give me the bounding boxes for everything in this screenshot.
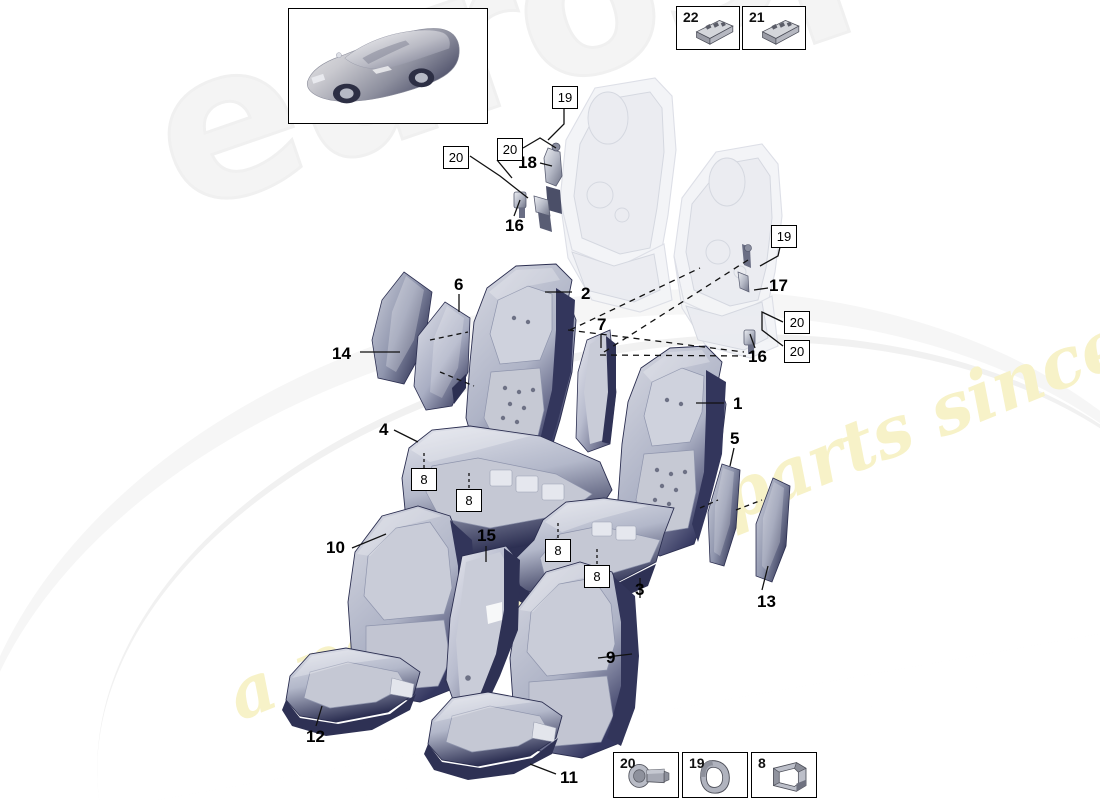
callout-12: 12: [306, 727, 325, 746]
watermark-swoosh: [0, 190, 1100, 800]
boxed-callout-8-a: 8: [411, 468, 437, 491]
part-9-rear-backrest-cover-right: [509, 561, 639, 759]
legend-box-21: 21: [742, 6, 806, 50]
part-12-seat-cushion-rear-left: [282, 647, 421, 736]
legend-19-number: 19: [689, 755, 705, 771]
boxed-callout-8-b: 8: [456, 489, 482, 512]
part-7-backrest-rear-panel: [575, 329, 617, 453]
retaining-clip-ring-icon: [700, 760, 730, 794]
legend-21-number: 21: [749, 9, 765, 25]
part-15-centre-back-panel: [445, 545, 520, 709]
ghost-seat-frame-right: [673, 143, 783, 359]
part-3-seat-cushion-right: [513, 497, 675, 614]
legend-box-19: 19: [682, 752, 748, 798]
callout-1: 1: [733, 394, 743, 413]
part-14-backrest-side-trim: [371, 271, 433, 385]
ghost-seat-frame-left: [559, 77, 677, 313]
callout-3: 3: [635, 580, 645, 599]
boxed-callout-20-b: 20: [443, 146, 469, 169]
control-module-set-icon: [695, 19, 734, 45]
callout-17: 17: [769, 276, 788, 295]
callout-16-left: 16: [505, 216, 524, 235]
part-5-side-trim-strip: [707, 463, 741, 567]
callout-11: 11: [560, 768, 578, 787]
watermark-tagline: a passion for parts since 1985: [215, 218, 1100, 737]
callout-6: 6: [454, 275, 464, 294]
legend-20-number: 20: [620, 755, 636, 771]
callout-2: 2: [581, 284, 591, 303]
boxed-callout-8-c: 8: [545, 539, 571, 562]
part-6-backrest-bolster: [413, 301, 471, 411]
control-module-set-icon: [761, 19, 800, 45]
legend-box-8: 8: [751, 752, 817, 798]
boxed-callout-20-d: 20: [784, 340, 810, 363]
legend-box-22: 22: [676, 6, 740, 50]
legend-8-number: 8: [758, 755, 766, 771]
part-13-side-trim-strip: [755, 477, 791, 583]
part-10-rear-backrest-cover-left: [347, 505, 476, 703]
callout-4: 4: [379, 420, 389, 439]
porsche-panamera-side-view-icon: [307, 28, 460, 104]
callout-13: 13: [757, 592, 776, 611]
vehicle-thumbnail-box: [288, 8, 488, 124]
callout-14: 14: [332, 344, 351, 363]
boxed-callout-20-a: 20: [497, 138, 523, 161]
watermark-swoosh-thin: [36, 247, 1100, 800]
legend-box-20: 20: [613, 752, 679, 798]
watermark-brand: eurospares: [118, 0, 1100, 635]
callout-15: 15: [477, 526, 496, 545]
boxed-callout-8-d: 8: [584, 565, 610, 588]
callout-9: 9: [606, 648, 616, 667]
boxed-callout-19-right: 19: [771, 225, 797, 248]
part-1-backrest-cushion-right: [617, 345, 727, 557]
mounting-bracket-clip-icon: [773, 762, 807, 792]
part-4-seat-cushion-left: [401, 425, 613, 578]
part-11-seat-cushion-rear-right: [424, 691, 563, 780]
callout-5: 5: [730, 429, 740, 448]
part-2-backrest-cushion-left: [465, 263, 577, 473]
boxed-callout-20-c: 20: [784, 311, 810, 334]
boxed-callout-19-left: 19: [552, 86, 578, 109]
callout-16-right: 16: [748, 347, 767, 366]
callout-10: 10: [326, 538, 345, 557]
hex-flange-bolt-icon: [628, 764, 670, 788]
linkage-assembly-right: [737, 244, 756, 354]
callout-7: 7: [597, 315, 607, 334]
legend-22-number: 22: [683, 9, 699, 25]
